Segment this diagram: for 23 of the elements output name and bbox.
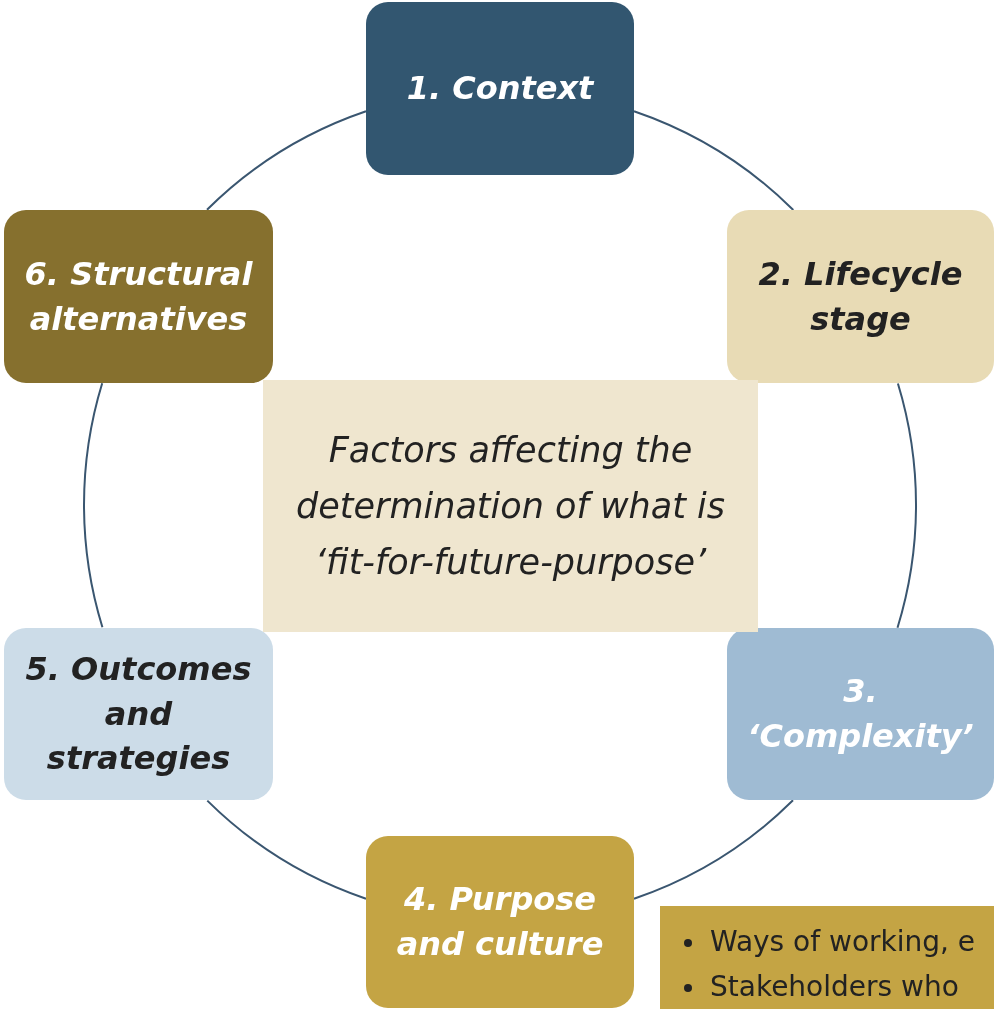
step-box (366, 2, 634, 175)
step-label: 3. ‘Complexity’ (746, 671, 975, 757)
step-label: 4. Purpose and culture (395, 879, 605, 965)
step-label: 5. Outcomes and strategies (24, 648, 253, 780)
connector-arc (633, 799, 794, 900)
connector-arc (633, 110, 795, 211)
center-panel (263, 380, 758, 632)
connector-arc (206, 110, 367, 211)
step-box (4, 210, 273, 383)
connector-arc (896, 382, 917, 629)
step-box (727, 628, 994, 800)
step-label: 1. Context (406, 68, 594, 110)
center-text: Factors affecting the determination of what is ‘fit-for-future-purpose’ (295, 429, 726, 584)
bullet-item: Stakeholders who (684, 964, 959, 1009)
step-box (366, 836, 634, 1008)
note-panel (660, 906, 994, 1009)
step-box (4, 628, 273, 800)
step-label: 2. Lifecycle stage (757, 253, 964, 340)
bullet-item: Ways of working, e (684, 920, 976, 965)
connector-arc (206, 799, 367, 900)
step-label: 6. Structural alternatives (23, 253, 254, 340)
connector-arc (83, 382, 104, 629)
step-box (727, 210, 994, 383)
